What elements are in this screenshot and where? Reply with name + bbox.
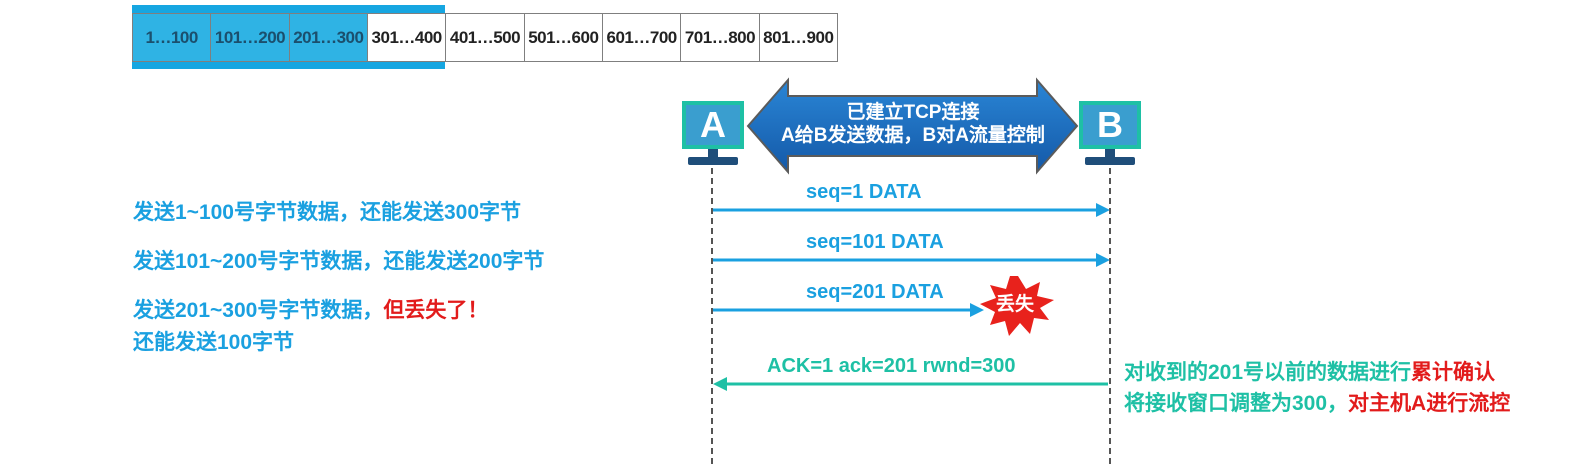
host-b-label: B — [1097, 104, 1123, 145]
note-flow-highlight: 对主机A进行流控 — [1348, 392, 1511, 415]
note-text: 将接收窗口调整为300， — [1124, 392, 1349, 415]
window-cell: 101…200 — [211, 14, 290, 61]
msg-arrowhead-seq201 — [970, 303, 984, 317]
window-cell: 801…900 — [759, 14, 837, 61]
host-a-lifeline — [711, 168, 713, 464]
window-cell: 501…600 — [524, 14, 603, 61]
window-cell: 701…800 — [681, 14, 760, 61]
host-b-base — [1085, 157, 1135, 165]
host-b-lifeline — [1109, 168, 1111, 464]
host-a-stand — [708, 149, 718, 157]
window-cell: 601…700 — [602, 14, 682, 61]
window-cell: 401…500 — [446, 14, 525, 61]
connection-banner-arrow — [746, 77, 1079, 175]
banner-line2: A给B发送数据，B对A流量控制 — [781, 125, 1045, 146]
window-cell: 1…100 — [133, 14, 212, 61]
note-exclaim: ！ — [467, 299, 489, 322]
note-cumulative-ack: 对收到的201号以前的数据进行累计确认 — [1124, 356, 1495, 386]
note-send-1-100: 发送1~100号字节数据，还能发送300字节 — [133, 201, 522, 224]
ack-arrowhead — [713, 377, 727, 391]
sending-window: 1…100 101…200 201…300 301…400 401…500 50… — [132, 13, 838, 62]
connection-banner: 已建立TCP连接 A给B发送数据，B对A流量控制 — [760, 101, 1066, 147]
note-text: 发送201~300号字节数据， — [133, 299, 384, 322]
note-lost-highlight: 但丢失了 — [383, 299, 468, 322]
host-a-label: A — [700, 104, 726, 145]
banner-line1: 已建立TCP连接 — [846, 102, 980, 123]
window-cell: 301…400 — [367, 14, 447, 61]
host-b-monitor-icon: B — [1079, 101, 1141, 149]
note-send-201-300: 发送201~300号字节数据，但丢失了！ — [133, 294, 488, 324]
note-remaining-100: 还能发送100字节 — [133, 331, 295, 354]
window-cell: 201…300 — [289, 14, 368, 61]
msg-label-seq1: seq=1 DATA — [806, 181, 922, 203]
window-top-bar — [132, 5, 445, 13]
msg-label-seq101: seq=101 DATA — [806, 231, 944, 253]
note-send-101-200: 发送101~200号字节数据，还能发送200字节 — [133, 250, 545, 273]
msg-arrowhead-seq1 — [1096, 203, 1110, 217]
note-flow-control: 将接收窗口调整为300，对主机A进行流控 — [1124, 387, 1510, 417]
msg-label-seq201: seq=201 DATA — [806, 281, 944, 303]
host-b-stand — [1105, 149, 1115, 157]
window-bottom-bar — [132, 62, 445, 69]
msg-arrowhead-seq101 — [1096, 253, 1110, 267]
lost-burst-icon — [980, 276, 1054, 336]
lost-label: 丢失 — [996, 294, 1035, 315]
note-text: 对收到的201号以前的数据进行 — [1124, 361, 1412, 384]
host-a-base — [688, 157, 738, 165]
note-cumulative-highlight: 累计确认 — [1411, 361, 1496, 384]
ack-label: ACK=1 ack=201 rwnd=300 — [767, 355, 1016, 377]
host-a-monitor-icon: A — [682, 101, 744, 149]
